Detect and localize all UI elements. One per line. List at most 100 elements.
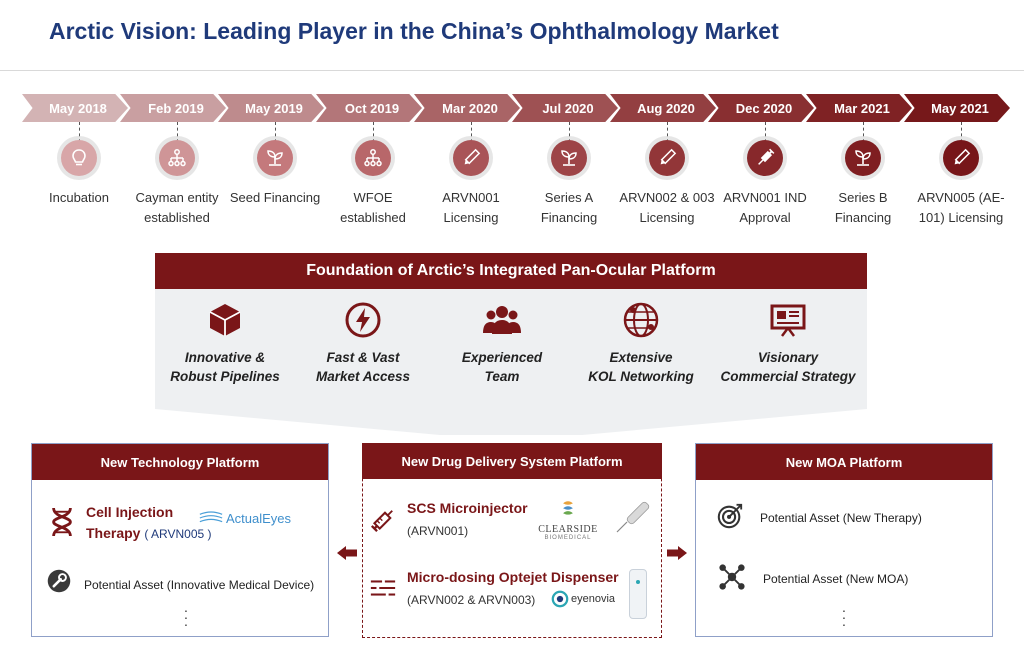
timeline-date-chevron: May 2021 xyxy=(904,94,1010,122)
timeline-date-chevron: Feb 2019 xyxy=(120,94,226,122)
arvn005-code: ( ARVN005 ) xyxy=(144,527,212,541)
clearside-subname: BIOMEDICAL xyxy=(544,535,592,541)
timeline-milestone-label: ARVN001 IND Approval xyxy=(723,190,807,225)
timeline-connector xyxy=(569,122,570,142)
pillar-label: Visionary Commercial Strategy xyxy=(720,350,856,384)
pillar-strategy: Visionary Commercial Strategy xyxy=(718,300,858,386)
technology-platform-panel: New Technology Platform Cell Injection T… xyxy=(31,443,329,637)
arvn001-code: (ARVN001) xyxy=(407,524,469,538)
optejet-device-image xyxy=(629,569,647,619)
lightbulb-icon xyxy=(61,140,97,176)
new-moa-asset: Potential Asset (New MOA) xyxy=(763,572,909,586)
actualeyes-name: ActualEyes xyxy=(226,510,292,526)
delivery-platform-panel: New Drug Delivery System Platform SCS Mi… xyxy=(362,443,662,638)
eyenovia-logo: eyenovia xyxy=(551,590,615,608)
therapy-label: Therapy xyxy=(86,525,141,541)
cell-injection-title-line2: Therapy ( ARVN005 ) xyxy=(86,523,212,545)
dispenser-icon xyxy=(370,580,396,596)
eyenovia-mark-icon xyxy=(551,590,569,608)
timeline-milestone-label: WFOE established xyxy=(340,190,406,225)
timeline-date-chevron: Mar 2020 xyxy=(414,94,520,122)
cube-icon xyxy=(209,304,241,336)
pillar-pipelines: Innovative & Robust Pipelines xyxy=(155,300,295,386)
presentation-icon xyxy=(770,304,806,337)
timeline-date-chevron: Aug 2020 xyxy=(610,94,716,122)
left-arrow xyxy=(337,546,357,560)
page-title: Arctic Vision: Leading Player in the Chi… xyxy=(49,18,779,44)
wrench-icon xyxy=(47,569,71,593)
timeline-milestone-label: Series B Financing xyxy=(834,190,892,225)
timeline-date-chevron: May 2019 xyxy=(218,94,324,122)
clearside-logo: CLEARSIDE BIOMEDICAL xyxy=(533,499,603,541)
panel-header: New Technology Platform xyxy=(32,444,328,480)
pillar-label: Experienced Team xyxy=(461,350,543,384)
timeline-connector xyxy=(373,122,374,142)
timeline-connector xyxy=(667,122,668,142)
timeline-connector xyxy=(863,122,864,142)
moa-platform-panel: New MOA Platform Potential Asset (New Th… xyxy=(695,443,993,637)
dna-icon xyxy=(52,507,72,537)
timeline-milestone-label: Incubation xyxy=(49,190,109,205)
timeline-connector xyxy=(471,122,472,142)
network-globe-icon xyxy=(623,302,659,338)
microinjector-device-icon xyxy=(616,501,650,533)
seedling-icon xyxy=(845,140,881,176)
foundation-body xyxy=(155,289,867,409)
foundation-funnel xyxy=(155,409,867,435)
pencil-icon xyxy=(943,140,979,176)
arvn002-003-code: (ARVN002 & ARVN003) xyxy=(407,593,536,607)
pillar-label: Fast & Vast Market Access xyxy=(315,350,411,384)
clearside-mark-icon xyxy=(563,501,573,515)
target-icon xyxy=(717,503,743,529)
timeline-connector xyxy=(765,122,766,142)
org-chart-icon xyxy=(355,140,391,176)
timeline-milestone-label: Series A Financing xyxy=(540,190,598,225)
innovative-device-asset: Potential Asset (Innovative Medical Devi… xyxy=(84,578,315,592)
pencil-icon xyxy=(453,140,489,176)
timeline-date-chevron: Mar 2021 xyxy=(806,94,912,122)
timeline-connector xyxy=(275,122,276,142)
lightning-icon xyxy=(345,302,381,338)
scs-microinjector-title: SCS Microinjector xyxy=(407,500,528,516)
foundation-header: Foundation of Arctic’s Integrated Pan-Oc… xyxy=(155,253,867,289)
pencil-icon xyxy=(649,140,685,176)
pillar-kol: Extensive KOL Networking xyxy=(571,300,711,386)
timeline-date-chevron: May 2018 xyxy=(22,94,128,122)
panel-header: New MOA Platform xyxy=(696,444,992,480)
optejet-dispenser-title: Micro-dosing Optejet Dispenser xyxy=(407,569,619,585)
clearside-name: CLEARSIDE xyxy=(538,524,598,535)
timeline-milestone-label: ARVN001 Licensing xyxy=(442,190,500,225)
pillar-team: Experienced Team xyxy=(432,300,572,386)
org-chart-icon xyxy=(159,140,195,176)
timeline-date-chevron: Dec 2020 xyxy=(708,94,814,122)
timeline-connector xyxy=(961,122,962,142)
seedling-icon xyxy=(257,140,293,176)
seedling-icon xyxy=(551,140,587,176)
syringe-icon xyxy=(747,140,783,176)
timeline-date-chevron: Jul 2020 xyxy=(512,94,618,122)
actualeyes-waves-icon xyxy=(199,511,223,523)
new-therapy-asset: Potential Asset (New Therapy) xyxy=(760,511,922,525)
eyenovia-name: eyenovia xyxy=(571,593,616,605)
pillar-market-access: Fast & Vast Market Access xyxy=(293,300,433,386)
syringe-icon xyxy=(370,510,393,533)
panel-header: New Drug Delivery System Platform xyxy=(362,443,662,479)
timeline-milestone-label: Cayman entity established xyxy=(135,190,219,225)
timeline-connector xyxy=(79,122,80,142)
timeline-milestone-label: Seed Financing xyxy=(229,190,321,205)
timeline-connector xyxy=(177,122,178,142)
more-ellipsis: ··· xyxy=(841,602,847,632)
cell-injection-title: Cell Injection xyxy=(86,504,174,520)
actualeyes-logo: ActualEyes xyxy=(198,510,291,526)
timeline-date-chevron: Oct 2019 xyxy=(316,94,422,122)
pillar-label: Extensive KOL Networking xyxy=(588,350,694,384)
title-divider xyxy=(0,70,1024,71)
timeline-milestone-label: ARVN005 (AE-101) Licensing xyxy=(917,190,1005,225)
more-ellipsis: ··· xyxy=(183,602,189,632)
timeline-milestone-label: ARVN002 & 003 Licensing xyxy=(619,190,715,225)
molecule-icon xyxy=(719,564,745,590)
pillar-label: Innovative & Robust Pipelines xyxy=(170,350,280,384)
team-icon xyxy=(483,306,521,334)
right-arrow xyxy=(667,546,687,560)
